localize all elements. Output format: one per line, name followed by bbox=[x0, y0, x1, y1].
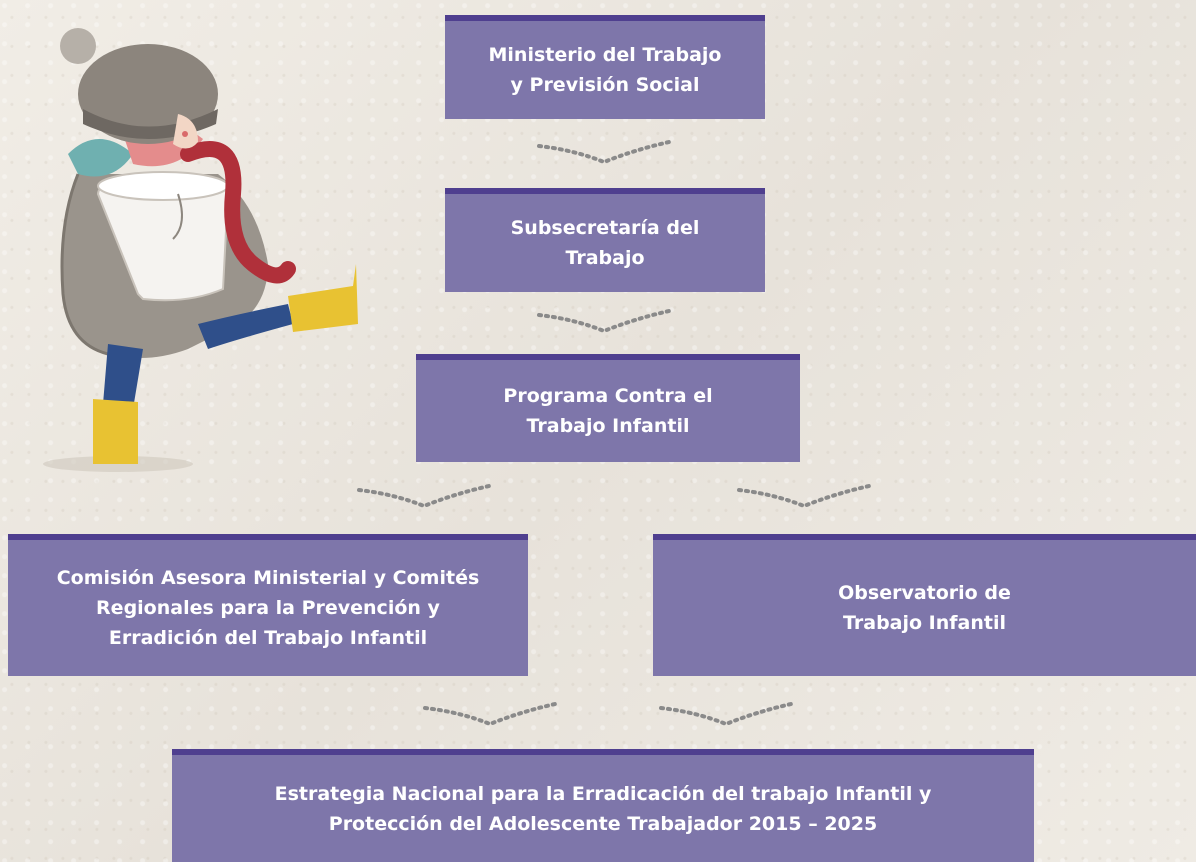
comision-line1: Comisión Asesora Ministerial y Comités bbox=[56, 567, 480, 589]
programa-line1: Programa Contra el bbox=[503, 385, 713, 407]
comision-box: Comisión Asesora Ministerial y Comités R… bbox=[8, 534, 528, 676]
connector-arrow-icon bbox=[659, 702, 793, 727]
connector-arrow-icon bbox=[537, 140, 671, 165]
ministerio-line2: y Previsión Social bbox=[510, 74, 700, 96]
programa-box: Programa Contra el Trabajo Infantil bbox=[416, 354, 800, 462]
estrategia-box: Estrategia Nacional para la Erradicación… bbox=[172, 749, 1034, 862]
connector-arrow-icon bbox=[537, 309, 671, 334]
comision-line3: Erradición del Trabajo Infantil bbox=[108, 627, 428, 649]
connector-arrow-icon bbox=[357, 484, 491, 509]
child-illustration-icon bbox=[43, 28, 358, 472]
connector-arrow-icon bbox=[737, 484, 871, 509]
observatorio-line2: Trabajo Infantil bbox=[843, 612, 1006, 634]
observatorio-box: Observatorio de Trabajo Infantil bbox=[653, 534, 1196, 676]
estrategia-line1: Estrategia Nacional para la Erradicación… bbox=[274, 782, 932, 805]
ministerio-box: Ministerio del Trabajo y Previsión Socia… bbox=[445, 15, 765, 119]
subsecretaria-line2: Trabajo bbox=[565, 247, 645, 269]
subsecretaria-line1: Subsecretaría del bbox=[510, 217, 700, 239]
programa-line2: Trabajo Infantil bbox=[526, 415, 690, 437]
estrategia-line2: Protección del Adolescente Trabajador 20… bbox=[328, 812, 878, 835]
comision-line2: Regionales para la Prevención y bbox=[96, 597, 440, 619]
ministerio-line1: Ministerio del Trabajo bbox=[488, 44, 722, 66]
observatorio-line1: Observatorio de bbox=[838, 582, 1011, 604]
connector-arrow-icon bbox=[423, 702, 557, 727]
subsecretaria-box: Subsecretaría del Trabajo bbox=[445, 188, 765, 292]
